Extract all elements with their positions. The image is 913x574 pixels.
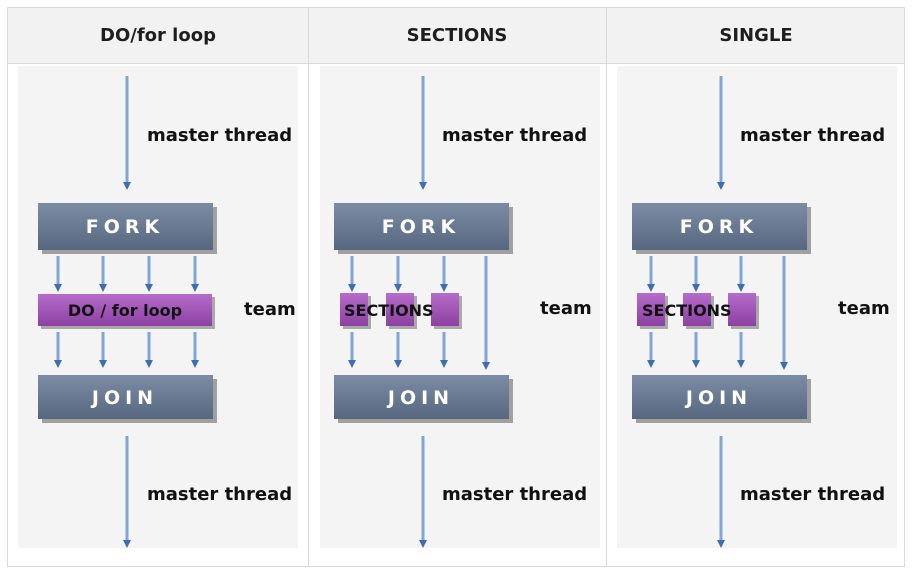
header-do-for-loop: DO/for loop [100,25,216,46]
diagram-sections: master thread FORK SECTIONS team JOIN ma… [320,66,600,548]
do-for-loop-label: DO / for loop [68,301,182,320]
join-box [334,375,509,419]
fork-label: FORK [382,216,460,238]
column-divider [606,8,607,566]
diagram-single: master thread FORK SECTIONS team JOIN ma… [617,66,897,548]
table-header: DO/for loop SECTIONS SINGLE [8,8,904,64]
join-box [38,375,213,419]
header-sections: SECTIONS [406,25,508,46]
join-box [632,375,807,419]
section-box [728,293,756,326]
fork-label: FORK [680,216,758,238]
master-thread-label-bottom: master thread [740,484,885,505]
section-box [386,293,414,326]
comparison-table: DO/for loop SECTIONS SINGLE [7,7,905,567]
team-label: team [838,298,890,319]
join-label: JOIN [386,387,454,409]
section-box [340,293,368,326]
section-box [683,293,711,326]
master-thread-label-top: master thread [740,125,885,146]
single-diagram-svg: master thread FORK SECTIONS team JOIN ma… [632,76,890,548]
master-thread-label-bottom: master thread [147,484,292,505]
do-for-loop-diagram-svg: master thread FORK DO / for loop team JO… [38,76,296,548]
team-label: team [540,298,592,319]
sections-label: SECTIONS [344,301,434,320]
fork-label: FORK [86,216,164,238]
section-box [431,293,459,326]
section-box [637,293,665,326]
fork-box [334,203,509,250]
fork-box [38,203,213,250]
sections-diagram-svg: master thread FORK SECTIONS team JOIN ma… [334,76,592,548]
team-label: team [244,299,296,320]
master-thread-label-bottom: master thread [442,484,587,505]
fork-box [632,203,807,250]
diagram-do-for-loop: master thread FORK DO / for loop team JO… [18,66,298,548]
do-for-loop-box [38,294,212,326]
master-thread-label-top: master thread [147,125,292,146]
sections-label: SECTIONS [642,301,732,320]
join-label: JOIN [684,387,752,409]
column-divider [308,8,309,566]
join-label: JOIN [90,387,158,409]
header-single: SINGLE [719,25,793,46]
master-thread-label-top: master thread [442,125,587,146]
